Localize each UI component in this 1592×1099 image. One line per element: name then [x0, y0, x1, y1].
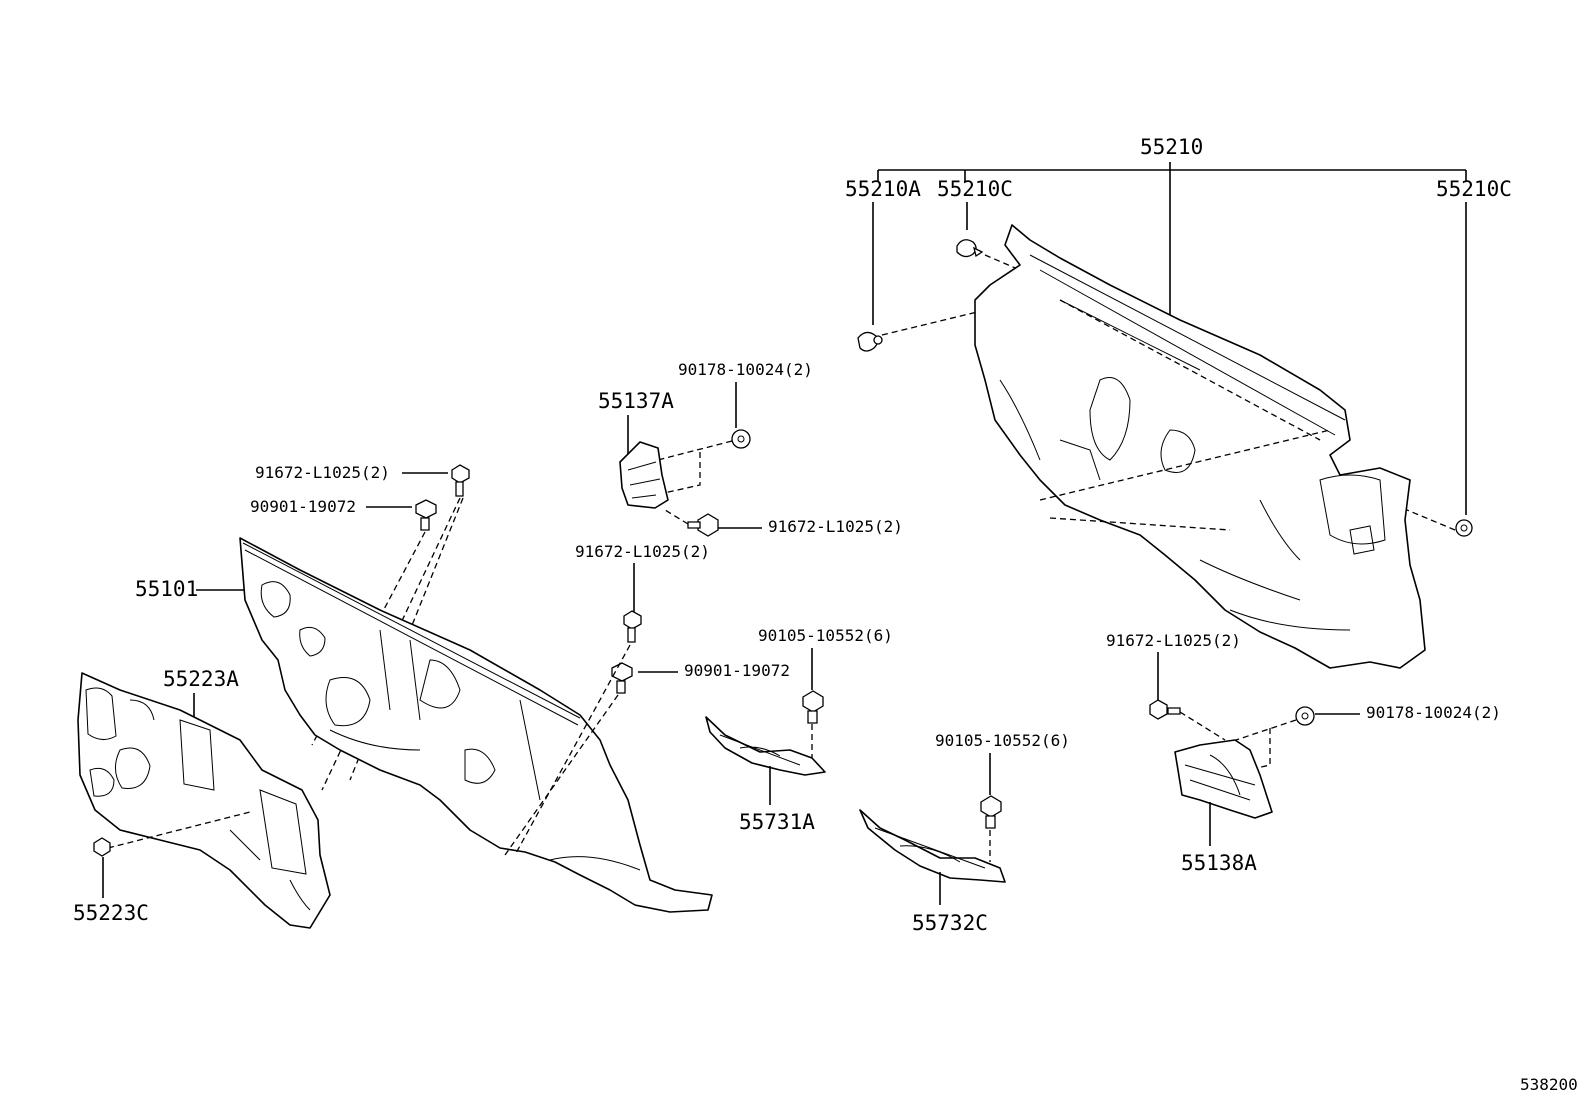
part-55210-details: [999, 254, 1386, 631]
group-55138A: 91672-L1025(2) 90178-10024(2) 55138A: [1106, 631, 1501, 875]
label-90105-low: 90105-10552(6): [935, 731, 1070, 750]
part-55731A-details: [719, 734, 801, 766]
group-55210: 55210 55210A 55210C 55210C: [845, 135, 1512, 669]
clip-55210A: [857, 331, 883, 352]
group-mid-fasteners: 91672-L1025(2) 90901-19072: [504, 542, 790, 856]
part-55223A: [77, 672, 331, 929]
label-55210A: 55210A: [845, 177, 921, 201]
dash-91672-right: [1179, 711, 1226, 741]
part-55210-panel: [974, 224, 1426, 669]
dash-55210-internal: [1039, 299, 1331, 531]
nut-90178-right: [1295, 706, 1315, 726]
label-55731A: 55731A: [739, 810, 815, 834]
label-90901-mid: 90901-19072: [684, 661, 790, 680]
nut-90178-top: [731, 429, 751, 449]
part-55138A-details: [1184, 754, 1256, 801]
label-90178-right: 90178-10024(2): [1366, 703, 1501, 722]
group-55137A: 90178-10024(2) 55137A 91672-L1025(2): [598, 360, 903, 537]
label-55223C: 55223C: [73, 901, 149, 925]
part-55732C: [859, 809, 1006, 883]
part-55101-panel: [239, 537, 713, 913]
group-55732C: 90105-10552(6) 55732C: [859, 731, 1070, 935]
part-55137A-details: [627, 461, 661, 499]
label-90178-top: 90178-10024(2): [678, 360, 813, 379]
bolt-91672-mid: [623, 610, 642, 643]
bolt-91672-right: [1149, 699, 1181, 720]
bolt-91672-top-left: [451, 464, 470, 497]
dash-90178-right: [1229, 719, 1297, 773]
label-55210: 55210: [1140, 135, 1203, 159]
clip-55210C-left: [956, 239, 984, 258]
part-55137A: [619, 441, 669, 509]
clip-55210C-right: [1455, 519, 1473, 537]
catalog-number: 538200: [1520, 1075, 1578, 1094]
dash-55223C: [107, 811, 251, 849]
label-55210C-left: 55210C: [937, 177, 1013, 201]
group-55731A: 90105-10552(6) 55731A: [705, 626, 893, 834]
clip-90901-top: [415, 499, 437, 531]
label-55101: 55101: [135, 577, 198, 601]
label-55210C-right: 55210C: [1436, 177, 1512, 201]
label-90105-mid: 90105-10552(6): [758, 626, 893, 645]
part-55731A: [705, 716, 826, 776]
leader-55210: [877, 162, 1467, 340]
part-55138A: [1174, 739, 1273, 819]
label-90901-top: 90901-19072: [250, 497, 356, 516]
label-91672-bracket: 91672-L1025(2): [768, 517, 903, 536]
label-91672-right: 91672-L1025(2): [1106, 631, 1241, 650]
label-55223A: 55223A: [163, 667, 239, 691]
group-55101: 91672-L1025(2) 90901-19072 55101: [135, 463, 713, 913]
label-91672-top-left: 91672-L1025(2): [255, 463, 390, 482]
clip-55223C: [93, 837, 111, 857]
part-55732C-details: [874, 827, 986, 869]
part-55101-details: [242, 542, 641, 871]
label-91672-mid: 91672-L1025(2): [575, 542, 710, 561]
clip-90901-mid: [611, 662, 633, 694]
part-55223A-details: [85, 687, 311, 911]
label-55137A: 55137A: [598, 389, 674, 413]
leader-55210-subs: [872, 202, 1467, 515]
dash-91672-bracket: [664, 509, 689, 525]
label-55138A: 55138A: [1181, 851, 1257, 875]
bolt-90105-mid: [802, 690, 824, 724]
dash-mid-fasteners: [504, 644, 631, 856]
dash-90178-top: [649, 440, 733, 496]
group-55223A: 55223A 55223C: [73, 667, 331, 929]
label-55732C: 55732C: [912, 911, 988, 935]
bolt-91672-bracket: [687, 513, 719, 537]
bolt-90105-low: [980, 795, 1002, 829]
